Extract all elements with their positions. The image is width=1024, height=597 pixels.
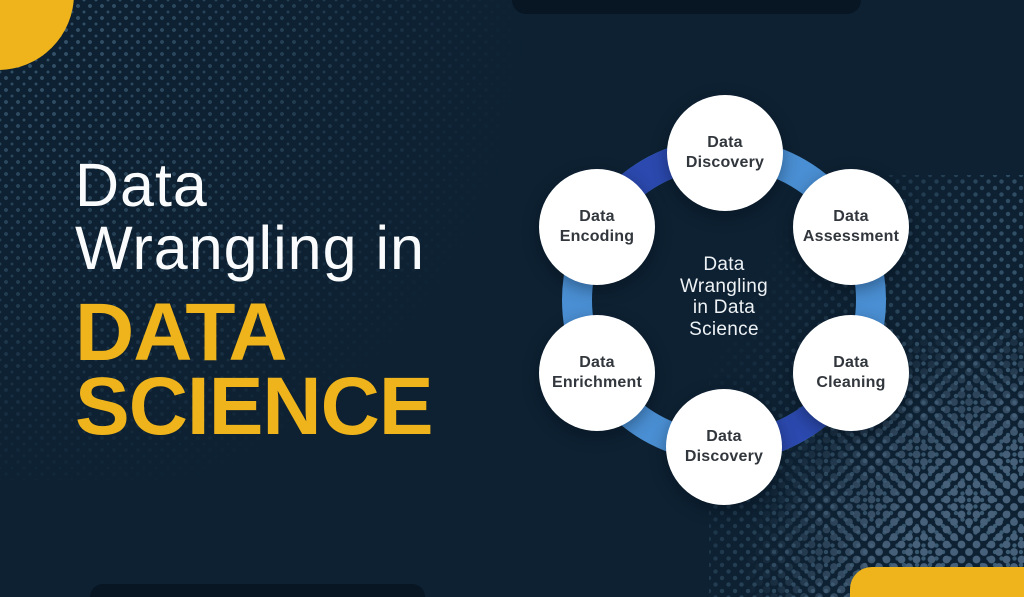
node-label-line: Discovery [684,448,764,465]
node-label-line: Cleaning [816,374,886,391]
page-title: Data Wrangling in DATA SCIENCE [75,154,434,452]
diagram-center-label: Data Wrangling in Data Science [624,254,824,340]
node-data-encoding: Data Encoding [539,169,655,285]
title-white-block: Data Wrangling in [75,154,433,280]
node-data-discovery-top: Data Discovery [667,95,783,211]
node-label-line: Discovery [685,154,765,171]
node-data-cleaning: Data Cleaning [793,315,909,431]
title-accent-line-2: SCIENCE [75,361,434,452]
node-label-line: Data [833,208,869,225]
title-line-2: Wrangling in [75,214,425,282]
center-label-line: Science [689,318,759,340]
node-label: Data Cleaning [816,353,885,393]
node-label: Data Enrichment [552,353,642,393]
node-label: Data Assessment [803,207,899,247]
node-label-line: Assessment [802,228,900,245]
bottom-left-dark-notch [90,584,425,597]
node-label-line: Enrichment [551,374,642,391]
title-line-1: Data [75,151,208,219]
node-label-line: Data [579,354,615,371]
node-label: Data Discovery [686,133,764,173]
node-label-line: Data [833,354,869,371]
node-label: Data Discovery [685,427,763,467]
node-data-enrichment: Data Enrichment [539,315,655,431]
node-label-line: Encoding [559,228,635,245]
node-label-line: Data [707,134,743,151]
top-dark-notch [512,0,861,14]
title-accent-block: DATA SCIENCE [75,287,434,452]
center-label-line: in Data [692,297,756,318]
node-label-line: Data [706,428,742,445]
title-accent-line-1: DATA [75,287,288,378]
node-label-line: Data [579,208,615,225]
node-data-discovery-bottom: Data Discovery [666,389,782,505]
bottom-right-yellow-tab [850,567,1024,597]
center-label-line: Wrangling [680,275,768,297]
node-data-assessment: Data Assessment [793,169,909,285]
center-label-line: Data [703,254,745,275]
node-label: Data Encoding [560,207,634,247]
